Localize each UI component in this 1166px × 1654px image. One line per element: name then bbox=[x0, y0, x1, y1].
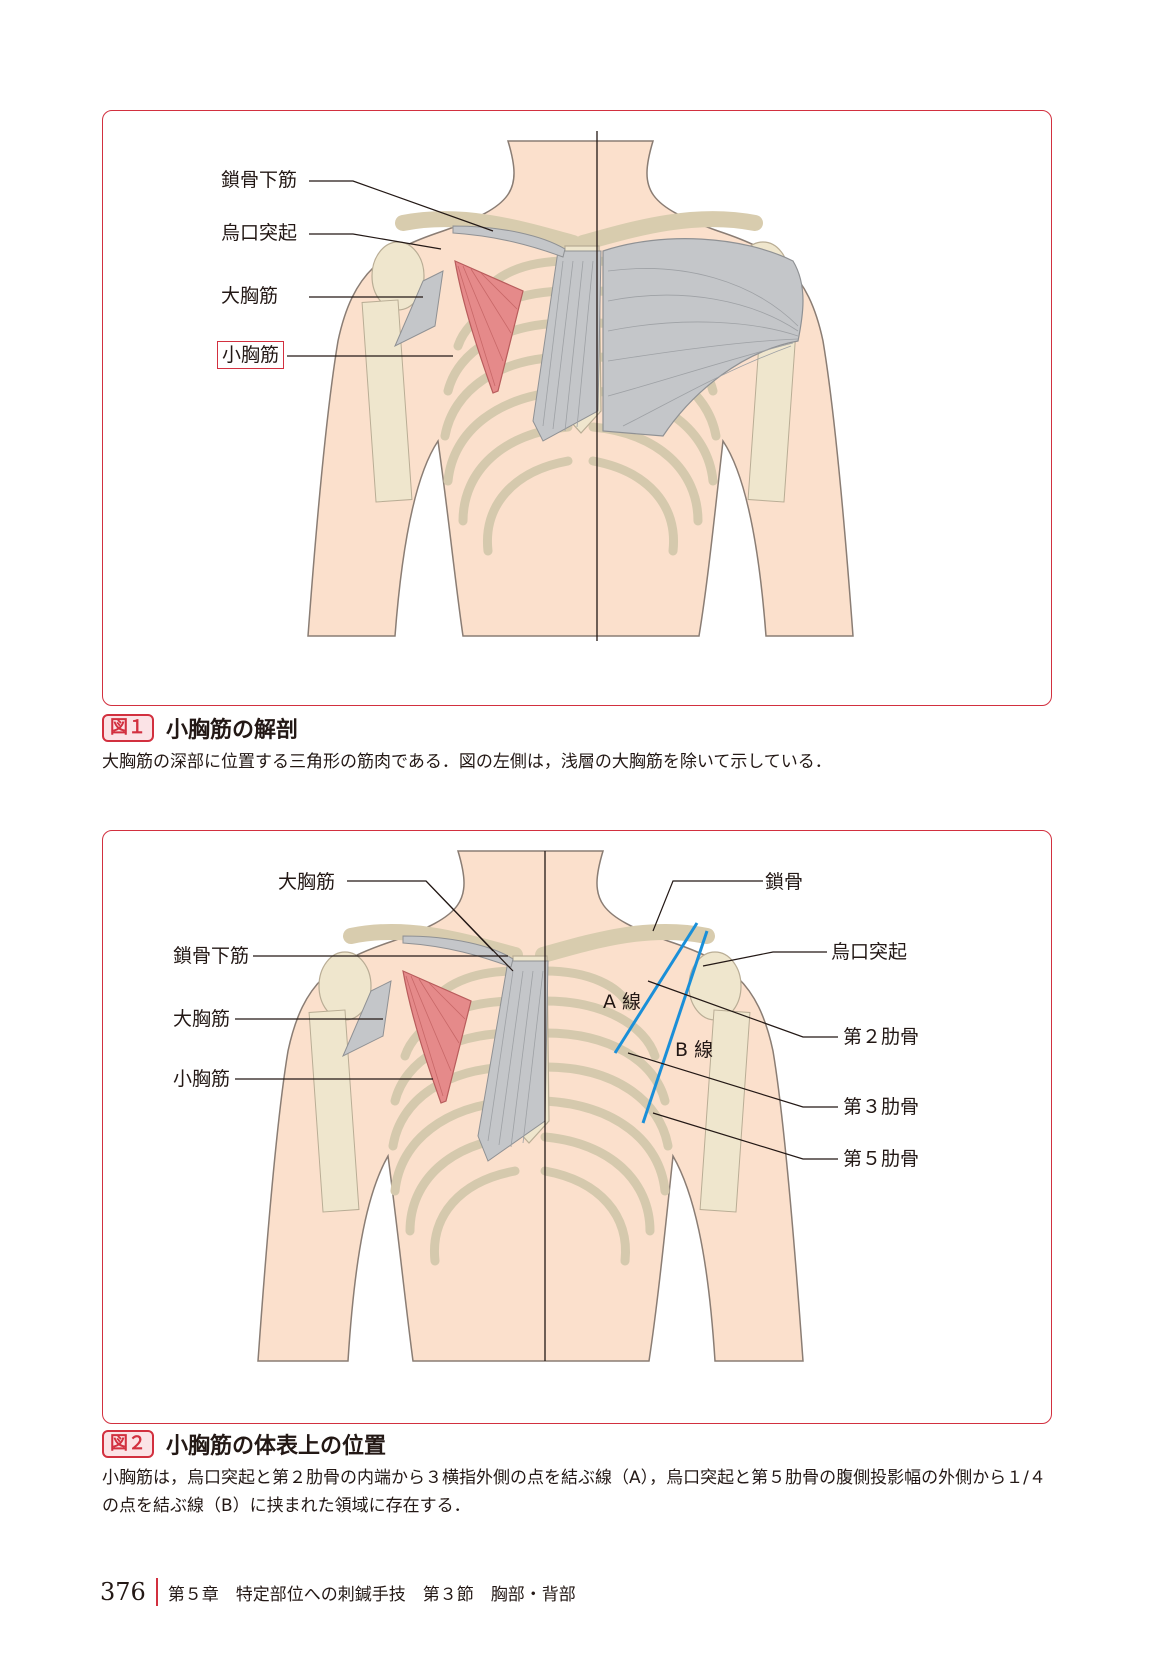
label-pectoralis-minor: 小胸筋 bbox=[217, 341, 285, 369]
label-subclavius: 鎖骨下筋 bbox=[221, 169, 298, 191]
label-pectoralis-minor: 小胸筋 bbox=[173, 1068, 231, 1090]
line-a bbox=[613, 922, 699, 1054]
figure-2-caption: 小胸筋は，烏口突起と第２肋骨の内端から３横指外側の点を結ぶ線（A），烏口突起と第… bbox=[102, 1468, 1046, 1516]
label-pectoralis-major: 大胸筋 bbox=[221, 285, 279, 307]
leader-lines-fig1 bbox=[287, 180, 494, 357]
figure-1-box: 鎖骨下筋 烏口突起 大胸筋 小胸筋 bbox=[102, 110, 1052, 706]
figure-2-box: 大胸筋 鎖骨下筋 大胸筋 小胸筋 鎖骨 烏口突起 第２肋骨 第３肋骨 第５肋骨 … bbox=[102, 830, 1052, 1424]
line-b bbox=[641, 930, 709, 1124]
label-coracoid-process: 烏口突起 bbox=[221, 222, 298, 244]
figure-1-caption: 大胸筋の深部に位置する三角形の筋肉である．図の左側は，浅層の大胸筋を除いて示して… bbox=[102, 752, 832, 772]
subclavius-left bbox=[402, 935, 514, 968]
label-rib-2: 第２肋骨 bbox=[843, 1026, 920, 1048]
humerus-left bbox=[361, 299, 413, 503]
figure-1-title: 小胸筋の解剖 bbox=[166, 718, 299, 743]
figure-1-badge: 図１ bbox=[102, 714, 154, 742]
label-line-b: B 線 bbox=[675, 1039, 714, 1061]
label-line-a: A 線 bbox=[603, 991, 642, 1013]
page-number: 376 bbox=[100, 1578, 158, 1606]
pec-major-left-stub bbox=[393, 270, 444, 348]
clavicle-right bbox=[535, 923, 715, 963]
clavicle-left bbox=[343, 923, 523, 963]
figure-2-title: 小胸筋の体表上の位置 bbox=[166, 1434, 387, 1459]
pec-major-left-fibers bbox=[542, 260, 594, 432]
page-footer: 376 第５章 特定部位への刺鍼手技 第３節 胸部・背部 bbox=[100, 1576, 576, 1608]
pec-minor-fibers bbox=[405, 975, 466, 1097]
figure-1-illustration bbox=[287, 131, 854, 641]
figure-1-caption-heading: 図１ 小胸筋の解剖 bbox=[102, 712, 298, 744]
clavicle-left bbox=[395, 211, 581, 251]
label-rib-5: 第５肋骨 bbox=[843, 1148, 920, 1170]
running-head: 第５章 特定部位への刺鍼手技 第３節 胸部・背部 bbox=[167, 1584, 576, 1605]
label-clavicle: 鎖骨 bbox=[765, 871, 804, 893]
humerus-left bbox=[308, 1009, 360, 1213]
pec-minor-fibers bbox=[457, 265, 518, 387]
subclavius-left bbox=[452, 225, 566, 258]
label-rib-3: 第３肋骨 bbox=[843, 1096, 920, 1118]
label-pectoralis-major-top: 大胸筋 bbox=[278, 871, 336, 893]
label-pectoralis-major: 大胸筋 bbox=[173, 1008, 231, 1030]
label-coracoid-process: 烏口突起 bbox=[831, 941, 908, 963]
pec-major-left-fibers bbox=[487, 970, 544, 1148]
leader-lines-fig2 bbox=[235, 880, 838, 1160]
pec-major-right bbox=[602, 238, 804, 437]
label-subclavius: 鎖骨下筋 bbox=[173, 945, 250, 967]
pec-major-right-fibers bbox=[607, 268, 799, 427]
pec-major-left-strip bbox=[532, 250, 602, 442]
figure-2-caption-heading: 図２ 小胸筋の体表上の位置 bbox=[102, 1428, 386, 1460]
pec-major-left-strip bbox=[477, 960, 549, 1162]
figure-2-badge: 図２ bbox=[102, 1430, 154, 1458]
figure-2-illustration bbox=[235, 850, 838, 1362]
clavicle-right bbox=[575, 211, 763, 251]
